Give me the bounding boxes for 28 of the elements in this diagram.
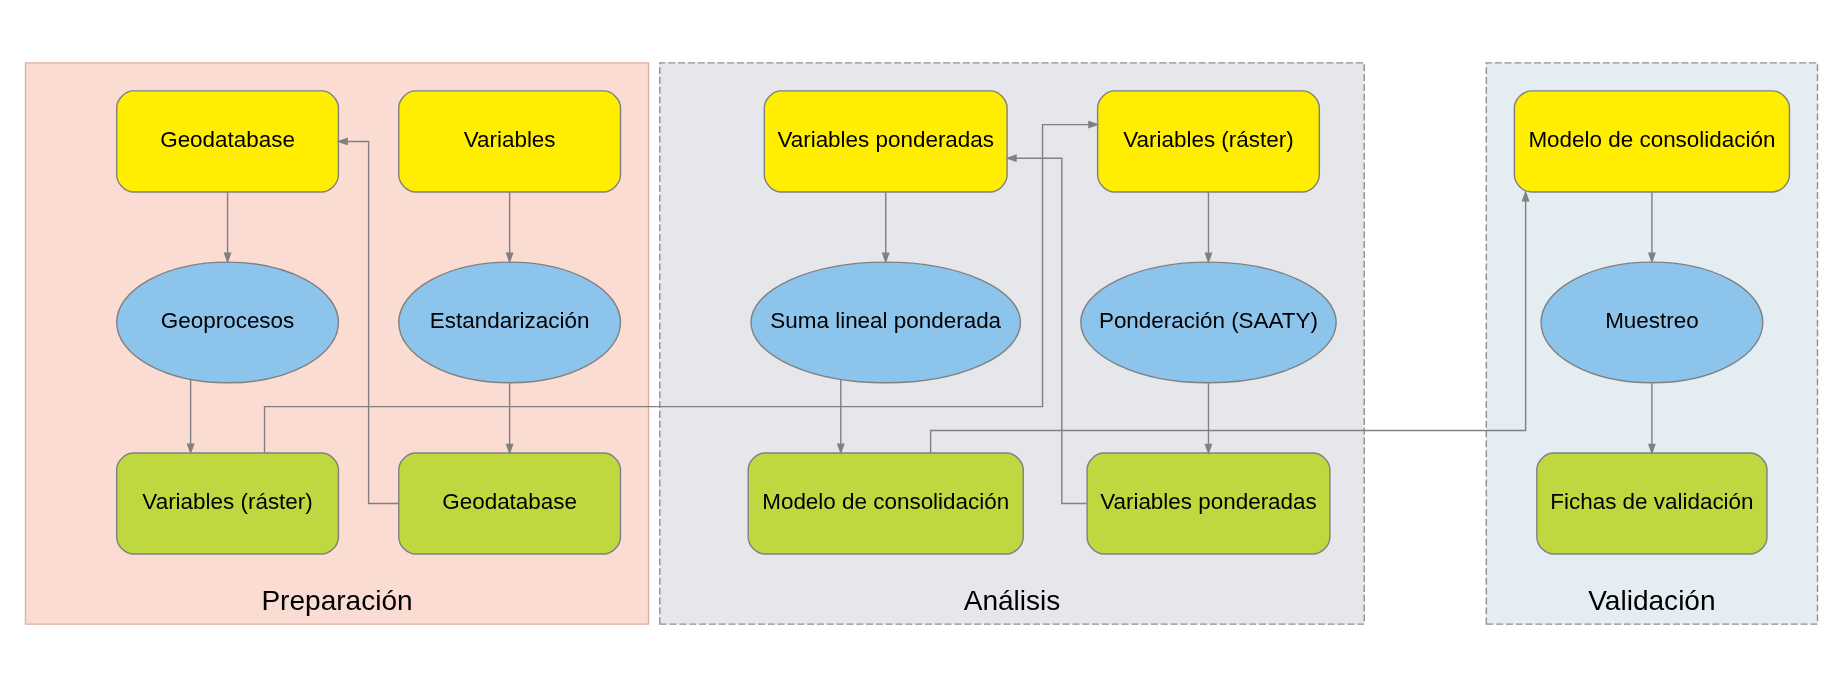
node-box: Geodatabase — [116, 90, 340, 193]
arrow — [223, 191, 232, 264]
arrow — [263, 120, 1100, 454]
node-box: Modelo de consolidación — [1513, 90, 1791, 193]
arrow — [505, 191, 514, 264]
node-box: Fichas de validación — [1536, 452, 1768, 555]
node-ellipse: Geoprocesos — [116, 261, 340, 384]
node-ellipse: Muestreo — [1540, 261, 1764, 384]
node-box: Modelo de consolidación — [747, 452, 1024, 555]
node-box: Variables — [398, 90, 622, 193]
arrow — [186, 379, 195, 455]
arrow — [505, 382, 514, 455]
arrow — [336, 137, 400, 505]
arrow — [881, 191, 890, 264]
arrow — [1648, 382, 1656, 455]
arrow — [1648, 191, 1656, 264]
node-box: Variables (ráster) — [1096, 90, 1321, 193]
node-box: Geodatabase — [398, 452, 622, 555]
node-box: Variables ponderadas — [1086, 452, 1331, 555]
arrow — [836, 379, 845, 455]
node-ellipse: Ponderación (SAATY) — [1080, 261, 1337, 384]
node-ellipse: Estandarización — [398, 261, 622, 384]
node-ellipse: Suma lineal ponderada — [750, 261, 1022, 384]
node-box: Variables (ráster) — [116, 452, 340, 555]
arrow — [1005, 154, 1088, 505]
arrow — [1204, 382, 1213, 455]
node-box: Variables ponderadas — [763, 90, 1008, 193]
arrow — [1204, 191, 1213, 264]
